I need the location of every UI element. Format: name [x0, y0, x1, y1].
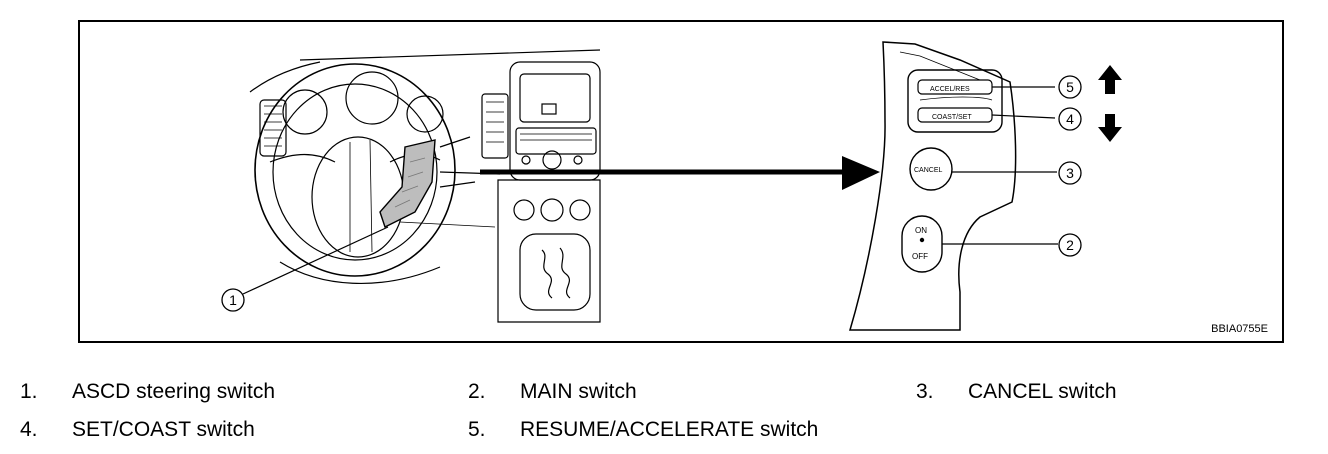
up-arrow-icon: [1098, 65, 1122, 94]
callout-1-circle: [221, 288, 245, 312]
legend-num: 2.: [468, 380, 486, 403]
off-label: OFF: [912, 252, 928, 261]
legend-label: CANCEL switch: [968, 380, 1117, 403]
legend-num: 3.: [916, 380, 934, 403]
callout-3: 3: [1066, 165, 1074, 181]
pointer-arrow: [480, 156, 880, 190]
on-label: ON: [915, 226, 927, 235]
dashboard-illustration: [249, 49, 601, 323]
legend-num: 4.: [20, 418, 38, 441]
leader-line-1: [242, 226, 389, 295]
switch-panel-illustration: [848, 41, 1122, 331]
callout-3-circle: [1058, 161, 1082, 185]
callout-4-circle: [1058, 107, 1082, 131]
diagram-figure: ACCEL/RES COAST/SET CANCEL ON OFF 1 2 3 …: [78, 20, 1284, 343]
coast-set-label: COAST/SET: [932, 114, 972, 121]
legend-label: RESUME/ACCELERATE switch: [520, 418, 819, 441]
callout-5: 5: [1066, 79, 1074, 95]
legend-label: SET/COAST switch: [72, 418, 255, 441]
callout-2-circle: [1058, 233, 1082, 257]
callout-2: 2: [1066, 237, 1074, 253]
callout-4: 4: [1066, 111, 1074, 127]
down-arrow-icon: [1098, 114, 1122, 142]
callout-1: 1: [229, 292, 237, 308]
legend-label: MAIN switch: [520, 380, 637, 403]
legend-label: ASCD steering switch: [72, 380, 276, 403]
figure-code: BBIA0755E: [1211, 323, 1268, 335]
legend-num: 5.: [468, 418, 486, 441]
diagram-svg: ACCEL/RES COAST/SET CANCEL ON OFF 1 2 3 …: [221, 41, 1122, 331]
cancel-label: CANCEL: [914, 167, 943, 174]
accel-res-label: ACCEL/RES: [930, 86, 970, 93]
legend-num: 1.: [20, 380, 38, 403]
callout-5-circle: [1058, 75, 1082, 99]
